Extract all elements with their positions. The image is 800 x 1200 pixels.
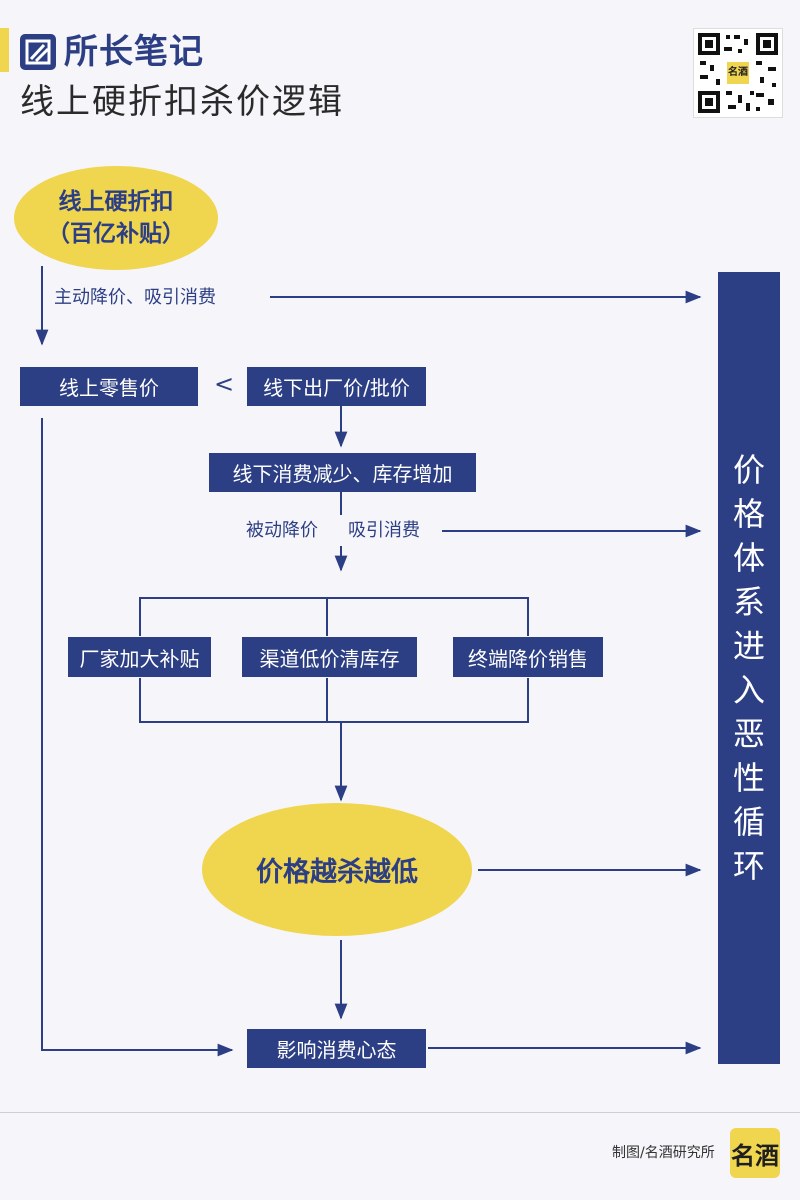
footer-logo-icon: 名酒 <box>730 1128 780 1178</box>
arrow-icon <box>41 418 234 1057</box>
online-discount-node: 线上硬折扣 （百亿补贴） <box>14 166 218 270</box>
logo-text: 所长笔记 <box>64 32 204 72</box>
offline-factory-price-node: 线下出厂价/批价 <box>247 367 426 406</box>
consumer-mindset-node: 影响消费心态 <box>247 1029 426 1068</box>
online-discount-title: 线上硬折扣 <box>58 189 174 215</box>
active-price-cut-label: 主动降价、吸引消费 <box>54 287 216 308</box>
channel-clearance-node: 渠道低价清库存 <box>242 637 417 677</box>
online-retail-price-node: 线上零售价 <box>20 367 198 406</box>
vicious-cycle-node: 价格体系进入恶性循环 <box>718 272 780 1064</box>
online-discount-subtitle: （百亿补贴） <box>47 221 185 247</box>
manufacturer-subsidy-node: 厂家加大补贴 <box>68 637 211 677</box>
footer-credit: 制图/名酒研究所 <box>612 1145 715 1161</box>
less-than-sign: < <box>214 370 235 398</box>
logo-mark-icon <box>20 34 56 70</box>
attract-consumption-label: 吸引消费 <box>348 520 420 541</box>
footer-divider <box>0 1112 800 1113</box>
qr-center-badge: 名酒 <box>727 62 749 84</box>
logo-accent-bar <box>0 28 9 72</box>
qr-code-icon: 名酒 <box>693 28 783 118</box>
offline-consumption-node: 线下消费减少、库存增加 <box>209 453 476 492</box>
price-lower-node: 价格越杀越低 <box>202 803 472 936</box>
page-title: 线上硬折扣杀价逻辑 <box>20 82 344 122</box>
vicious-cycle-text: 价格体系进入恶性循环 <box>732 451 765 885</box>
terminal-discount-node: 终端降价销售 <box>453 637 603 677</box>
passive-price-cut-label: 被动降价 <box>246 520 318 541</box>
